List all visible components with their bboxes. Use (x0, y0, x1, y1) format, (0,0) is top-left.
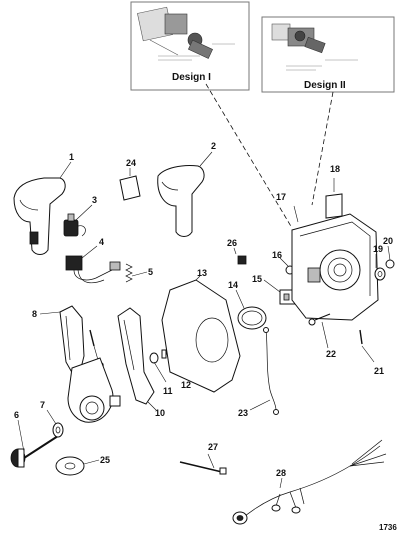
callout-26: 26 (227, 238, 237, 248)
callout-8: 8 (32, 309, 37, 319)
callout-2: 2 (211, 141, 216, 151)
callout-4: 4 (99, 237, 104, 247)
callout-27: 27 (208, 442, 218, 452)
part-25-washer (55, 456, 100, 476)
part-4-neutral-switch (65, 245, 121, 284)
part-26-clip (233, 247, 247, 265)
callout-1: 1 (69, 152, 74, 162)
callout-13: 13 (197, 268, 207, 278)
inset-design-1: Design I (130, 1, 250, 91)
callout-23: 23 (238, 408, 248, 418)
callout-20: 20 (383, 236, 393, 246)
part-2-handle (157, 151, 213, 237)
callout-7: 7 (40, 400, 45, 410)
callout-24: 24 (126, 158, 136, 168)
part-6-knob (10, 419, 59, 468)
part-11-washer (149, 352, 167, 383)
callout-15: 15 (252, 274, 262, 284)
design-2-label: Design II (304, 80, 346, 91)
part-10-lever-arm (117, 307, 157, 411)
callout-3: 3 (92, 195, 97, 205)
part-5-spring (125, 263, 148, 283)
callout-16: 16 (272, 250, 282, 260)
design-1-leader (205, 83, 293, 229)
callout-5: 5 (148, 267, 153, 277)
callout-14: 14 (228, 280, 238, 290)
part-3-trim-switch (63, 204, 93, 237)
design-2-leader (311, 91, 334, 206)
part-24-clip (119, 168, 141, 201)
part-14-bushing (235, 289, 267, 330)
part-21-pin (359, 329, 375, 363)
callout-11: 11 (163, 386, 173, 396)
part-1-handle (13, 161, 72, 255)
part-17-housing (291, 205, 379, 321)
part-18-label (325, 178, 343, 219)
callout-17: 17 (276, 192, 286, 202)
design-1-thumbnail (137, 6, 235, 61)
callout-10: 10 (155, 408, 165, 418)
part-20-nut (385, 245, 395, 269)
part-7-washer (46, 409, 64, 438)
callout-28: 28 (276, 468, 286, 478)
callout-19: 19 (373, 244, 383, 254)
callout-25: 25 (100, 455, 110, 465)
callout-18: 18 (330, 164, 340, 174)
inset-design-2: Design II (261, 16, 395, 93)
design-1-label: Design I (172, 72, 211, 83)
part-27-tie-strap (179, 453, 227, 475)
callout-21: 21 (374, 366, 384, 376)
part-22-screw (308, 313, 331, 349)
part-23-chain (249, 327, 279, 415)
part-8-control-lever (39, 305, 85, 377)
part-lower-arm-assembly (67, 357, 121, 423)
part-13-gasket (161, 275, 241, 393)
design-2-thumbnail (271, 23, 358, 71)
part-19-washer (374, 254, 386, 281)
part-9-pin (89, 329, 99, 361)
callout-6: 6 (14, 410, 19, 420)
figure-number: 1736 (379, 523, 397, 532)
callout-12: 12 (181, 380, 191, 390)
part-28-harness (232, 439, 387, 525)
callout-22: 22 (326, 349, 336, 359)
